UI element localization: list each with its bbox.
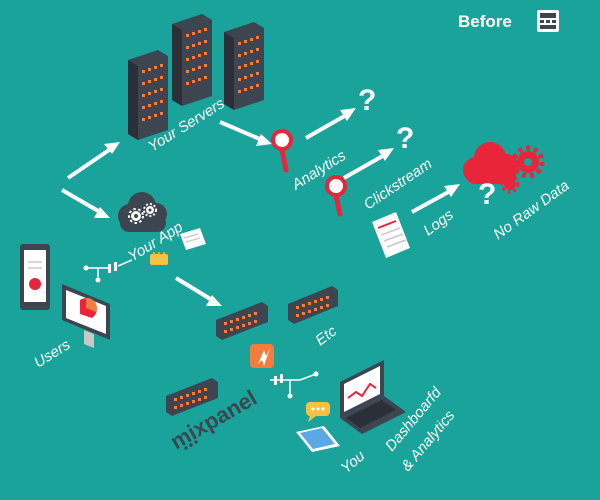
- arrow-to-servers: [66, 142, 120, 180]
- magnifier-icon: [271, 129, 293, 173]
- label-you: You: [338, 447, 369, 477]
- question-mark-analytics: ?: [358, 84, 376, 117]
- cloud-icon: [463, 142, 518, 184]
- arrow-to-app: [60, 188, 110, 218]
- label-logs: Logs: [420, 206, 457, 239]
- question-mark-no-raw-data: ?: [478, 178, 496, 211]
- chat-bubble-icon: [306, 402, 330, 422]
- server-rack-icon: [216, 302, 268, 340]
- server-rack-icon: [224, 22, 264, 110]
- document-icon: [372, 212, 410, 258]
- question-mark-clickstream: ?: [396, 122, 414, 155]
- label-no-raw-data: No Raw Data: [490, 177, 572, 243]
- arrow-servers-to-analytics: [219, 120, 272, 146]
- network-icon: [270, 371, 319, 399]
- cloud-icon: [118, 192, 167, 232]
- server-panel-icon: [537, 10, 559, 32]
- gear-icon: [128, 208, 144, 224]
- magnifier-icon: [325, 175, 347, 217]
- server-rack-icon: [172, 14, 212, 106]
- arrow-clickstream-to-unknown: [343, 148, 394, 180]
- mixpanel-dots: [184, 440, 198, 450]
- server-rack-icon: [288, 286, 338, 324]
- arrow-app-to-services: [174, 276, 222, 306]
- laptop-icon: [340, 360, 406, 434]
- arrow-logs-to-unknown: [411, 184, 460, 214]
- arrow-analytics-to-unknown: [305, 108, 356, 140]
- smartphone-icon: [296, 426, 340, 452]
- label-etc: Etc: [312, 322, 340, 349]
- document-icon: [180, 228, 206, 250]
- network-icon: [83, 259, 133, 283]
- chip-icon: [150, 252, 168, 265]
- server-rack-icon: [166, 378, 218, 416]
- diagram-title: Before: [458, 12, 512, 31]
- gear-icon: [500, 174, 520, 194]
- tablet-icon: [20, 244, 50, 310]
- monitor-icon: [62, 284, 110, 348]
- gear-icon: [143, 203, 157, 217]
- lightning-app-icon: [250, 344, 274, 368]
- label-users: Users: [31, 336, 74, 371]
- server-rack-icon: [128, 50, 168, 140]
- gear-icon: [511, 145, 545, 179]
